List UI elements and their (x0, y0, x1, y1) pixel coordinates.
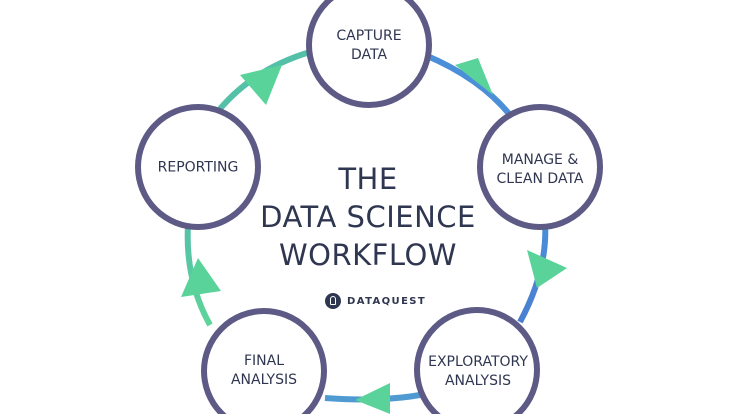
node-exploratory-line2: ANALYSIS (444, 373, 512, 389)
node-circle-final (201, 308, 327, 414)
node-circle-exploratory (414, 307, 540, 414)
title-line-3: WORKFLOW (279, 238, 457, 272)
brand-name: DATAQUEST (347, 295, 427, 307)
node-final-line1: FINAL (243, 353, 285, 369)
arrow-to-capture-icon (240, 65, 282, 105)
node-label-reporting: REPORTING (138, 159, 258, 178)
brand: DATAQUEST (325, 291, 426, 311)
node-label-capture: CAPTURE DATA (309, 27, 429, 65)
dataquest-logo-icon (325, 293, 341, 309)
node-label-manage: MANAGE & CLEAN DATA (480, 151, 600, 189)
arrow-to-manage-icon (455, 58, 493, 95)
node-manage-line2: CLEAN DATA (496, 171, 584, 187)
node-reporting-line1: REPORTING (157, 159, 239, 176)
title-line-1: THE (338, 162, 398, 196)
arrow-to-reporting-icon (181, 258, 221, 297)
node-circle-reporting (135, 104, 261, 230)
node-manage-line1: MANAGE & (501, 152, 579, 168)
arrow-to-final-icon (355, 383, 390, 414)
node-final-line2: ANALYSIS (230, 372, 298, 388)
arc-capture-to-manage (423, 52, 513, 117)
node-circle-capture (306, 0, 432, 108)
node-exploratory-line1: EXPLORATORY (428, 354, 528, 370)
node-label-exploratory: EXPLORATORY ANALYSIS (418, 353, 538, 391)
node-label-final: FINAL ANALYSIS (204, 352, 324, 390)
node-circle-manage (477, 104, 603, 230)
page-title: THE DATA SCIENCE WORKFLOW (218, 160, 518, 274)
node-capture-line2: DATA (350, 47, 388, 63)
arrow-to-exploratory-icon (527, 250, 567, 288)
node-capture-line1: CAPTURE (336, 28, 402, 44)
title-line-2: DATA SCIENCE (260, 200, 476, 234)
